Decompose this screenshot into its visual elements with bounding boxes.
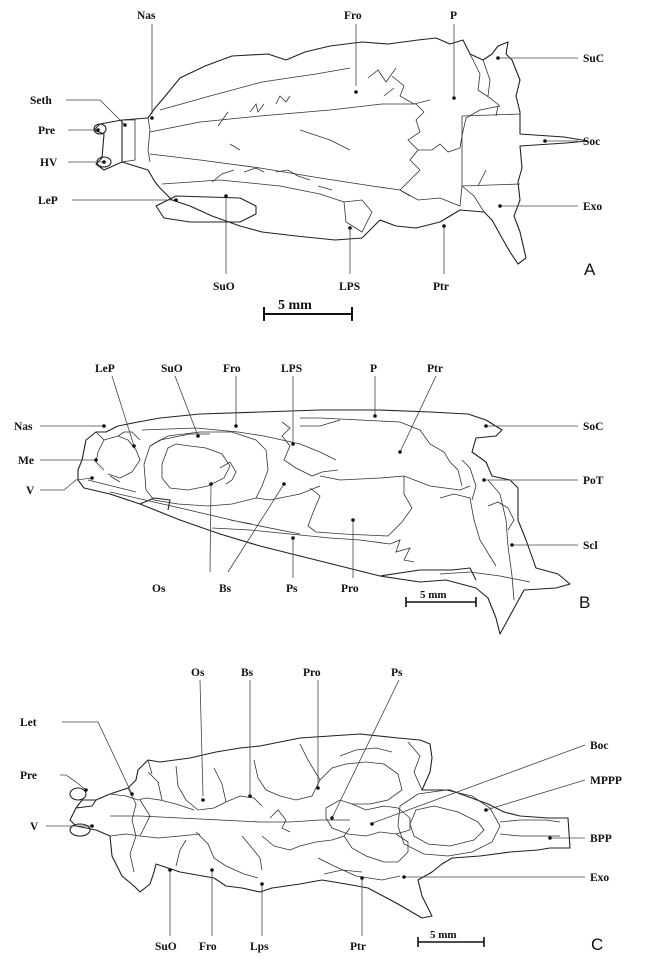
panel-a-letter: A (584, 260, 596, 279)
label-mppp: MPPP (590, 775, 622, 787)
label-pre: Pre (20, 770, 37, 782)
scale-bar-label-b: 5 mm (420, 589, 447, 601)
panel-a-labels: Nas Fro P SuC Seth Pre HV LeP Soc Exo Su… (30, 10, 604, 293)
panel-c-label-leaders (46, 680, 585, 936)
label-v: V (30, 821, 39, 833)
label-lps: LPS (339, 281, 360, 293)
label-ptr: Ptr (433, 281, 449, 293)
label-v: V (26, 485, 35, 497)
panel-c-letter: C (591, 935, 603, 954)
label-lps: LPS (281, 363, 302, 375)
label-pot: PoT (583, 475, 604, 487)
panel-c-scale-bar: 5 mm (418, 929, 484, 947)
label-fro: Fro (344, 10, 362, 22)
label-bpp: BPP (590, 833, 612, 845)
panel-b-labels: LeP SuO Fro LPS P Ptr Nas Me V SoC PoT S… (14, 363, 604, 612)
panel-b-scale-bar: 5 mm (406, 589, 476, 607)
label-p: P (370, 363, 377, 375)
panel-a-skull-outline (94, 38, 588, 264)
label-pro: Pro (341, 583, 359, 595)
label-pre: Pre (38, 125, 55, 137)
label-suc: SuC (583, 53, 604, 65)
panel-b-skull-outline (78, 410, 570, 634)
label-suo: SuO (213, 281, 235, 293)
panel-a-suture-lines (122, 54, 520, 232)
label-nas: Nas (137, 10, 156, 22)
label-exo: Exo (583, 201, 602, 213)
scale-bar-label-c: 5 mm (430, 929, 457, 941)
panel-b-lateral-view: LeP SuO Fro LPS P Ptr Nas Me V SoC PoT S… (14, 363, 604, 634)
label-seth: Seth (30, 95, 52, 107)
label-p: P (450, 10, 457, 22)
panel-b-suture-lines (88, 418, 530, 600)
label-ptr: Ptr (427, 363, 443, 375)
label-bs: Bs (219, 583, 232, 595)
label-me: Me (18, 455, 34, 467)
label-ps: Ps (286, 583, 298, 595)
panel-a-dorsal-view: Nas Fro P SuC Seth Pre HV LeP Soc Exo Su… (30, 10, 604, 321)
label-lep: LeP (38, 195, 58, 207)
panel-b-letter: B (579, 593, 590, 612)
label-fro: Fro (199, 941, 217, 953)
label-nas: Nas (14, 421, 33, 433)
label-lps: Lps (250, 941, 269, 953)
label-ptr: Ptr (350, 941, 366, 953)
label-soc: SoC (583, 421, 603, 433)
label-soc: Soc (583, 136, 600, 148)
panel-c-labels: Os Bs Pro Ps Let Pre V Boc MPPP BPP Exo … (20, 667, 622, 954)
label-exo: Exo (590, 872, 609, 884)
scale-bar-label-a: 5 mm (278, 298, 312, 313)
label-hv: HV (40, 157, 58, 169)
label-suo: SuO (161, 363, 183, 375)
panel-c-ventral-view: Os Bs Pro Ps Let Pre V Boc MPPP BPP Exo … (20, 667, 622, 954)
panel-b-label-dots (90, 414, 514, 547)
label-boc: Boc (590, 740, 609, 752)
label-bs: Bs (241, 667, 254, 679)
label-suo: SuO (155, 941, 177, 953)
label-let: Let (20, 717, 37, 729)
label-os: Os (152, 583, 166, 595)
panel-a-scale-bar: 5 mm (264, 298, 352, 321)
label-scl: Scl (583, 540, 598, 552)
label-ps: Ps (391, 667, 403, 679)
label-fro: Fro (223, 363, 241, 375)
label-pro: Pro (303, 667, 321, 679)
label-lep: LeP (95, 363, 115, 375)
label-os: Os (191, 667, 205, 679)
